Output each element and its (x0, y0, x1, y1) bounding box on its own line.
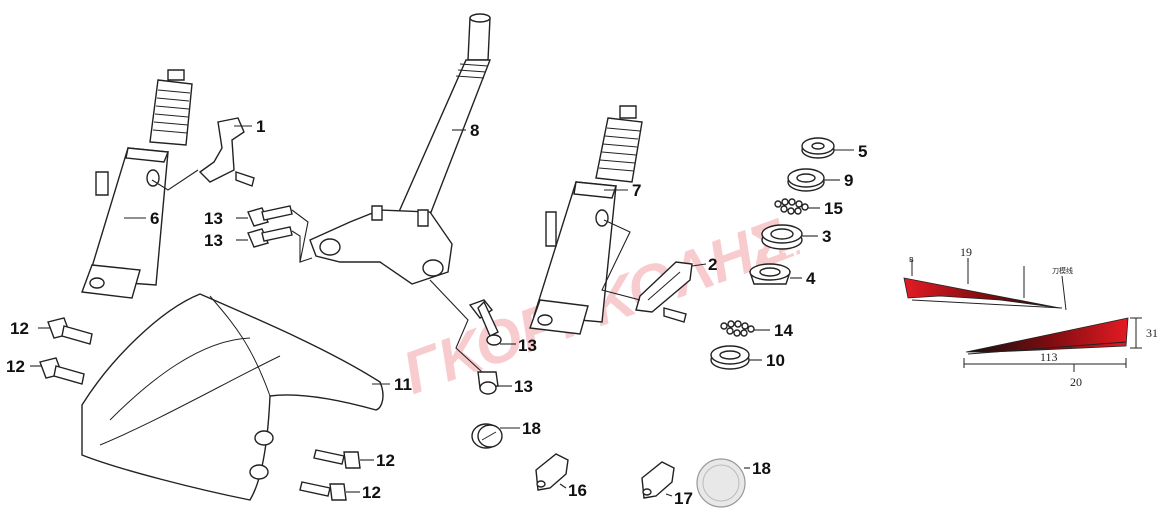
callout-12b: 12 (6, 357, 25, 376)
callout-6: 6 (150, 209, 159, 228)
bolts-12 (39, 317, 361, 501)
decal-20 (963, 317, 1142, 372)
callout-18a: 18 (522, 419, 541, 438)
reflector-bracket-16 (535, 453, 569, 491)
lower-ball-bearing (720, 320, 755, 337)
hose-clip (601, 219, 693, 323)
right-fork-leg (529, 105, 643, 335)
callout-labels: 1 8 6 7 5 9 15 3 4 2 14 10 11 12 12 12 1… (6, 117, 1082, 508)
bottom-race (710, 345, 750, 370)
bolts-13-left (247, 205, 313, 263)
upper-ball-bearing (774, 198, 809, 215)
callout-2: 2 (708, 255, 717, 274)
callout-19: 19 (960, 245, 972, 259)
reflector-bracket-17 (641, 461, 675, 499)
callout-9: 9 (844, 171, 853, 190)
reflector-right (696, 458, 746, 508)
callout-10: 10 (766, 351, 785, 370)
callout-13a: 13 (204, 209, 223, 228)
callout-11: 11 (394, 375, 412, 394)
brake-hose-bracket (151, 117, 255, 191)
reflector-left (471, 423, 503, 449)
bolts-13-lower (429, 279, 502, 395)
callout-13d: 13 (514, 377, 533, 396)
callout-15: 15 (824, 199, 843, 218)
callout-14: 14 (774, 321, 793, 340)
callout-18b: 18 (752, 459, 771, 478)
callout-12d: 12 (362, 483, 381, 502)
lower-cone-race (749, 263, 791, 285)
callout-4: 4 (806, 269, 816, 288)
upper-race (761, 224, 803, 250)
callout-5: 5 (858, 142, 867, 161)
callout-13c: 13 (518, 336, 537, 355)
callout-17: 17 (674, 489, 693, 508)
callout-3: 3 (822, 227, 831, 246)
lock-nut (787, 168, 825, 192)
decal-19 (903, 260, 1067, 311)
callout-1: 1 (256, 117, 265, 136)
decal-cut-note: 刀模线 (1052, 266, 1073, 275)
leader-lines (30, 125, 969, 497)
front-fender (81, 293, 384, 501)
callout-12a: 12 (10, 319, 29, 338)
callout-7: 7 (632, 181, 641, 200)
top-nut (801, 137, 835, 159)
callout-12c: 12 (376, 451, 395, 470)
callout-13b: 13 (204, 231, 223, 250)
callout-20: 20 (1070, 375, 1082, 389)
decal-mark: B (909, 256, 914, 264)
callout-8: 8 (470, 121, 479, 140)
callout-16: 16 (568, 481, 587, 500)
left-fork-leg (81, 69, 193, 299)
steering-stem (309, 13, 492, 285)
decal-dim-length: 113 (1040, 350, 1058, 364)
decal-dim-height: 31 (1146, 326, 1158, 340)
